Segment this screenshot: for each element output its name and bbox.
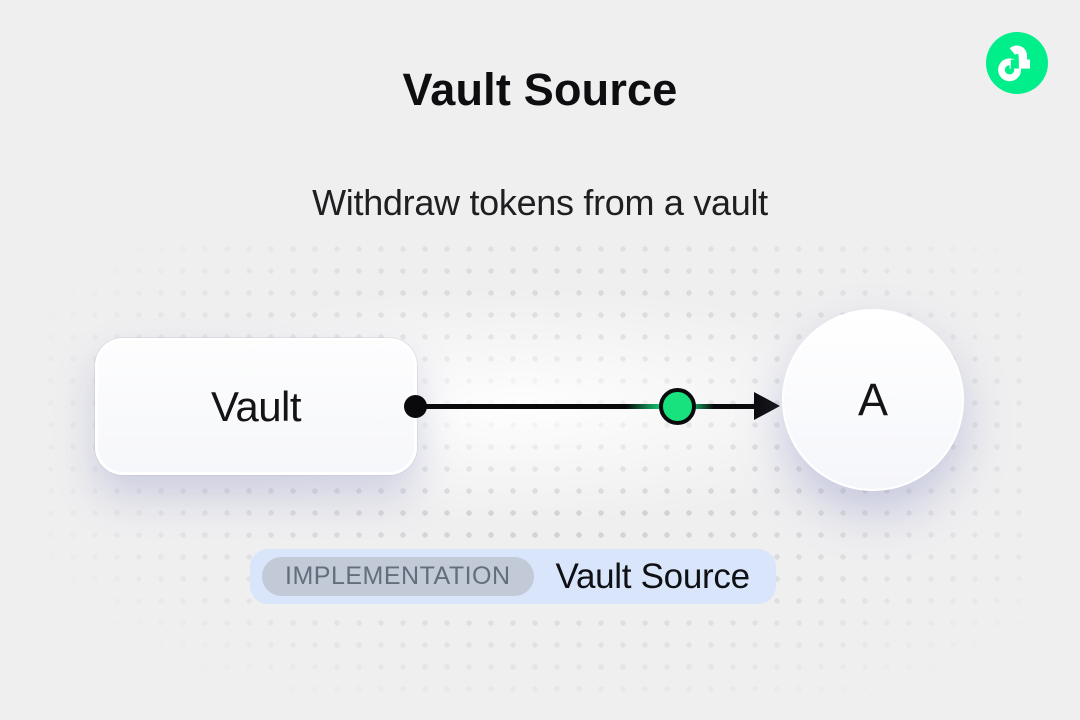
vault-node-label: Vault [210,382,302,430]
arrowhead-icon [754,392,780,420]
flow-logo-icon [986,32,1048,94]
implementation-tag: IMPLEMENTATION [262,557,534,596]
diagram-node-account: A [782,309,964,491]
connector-line [417,404,766,409]
page-subtitle: Withdraw tokens from a vault [312,182,768,223]
implementation-label: Vault Source [555,556,751,596]
connector-start-dot [404,395,427,418]
implementation-badge: IMPLEMENTATION Vault Source [250,549,776,604]
diagram-node-vault: Vault [95,338,417,475]
account-node-label: A [857,374,888,425]
token-dot-icon [659,388,696,425]
page-title: Vault Source [402,64,678,115]
